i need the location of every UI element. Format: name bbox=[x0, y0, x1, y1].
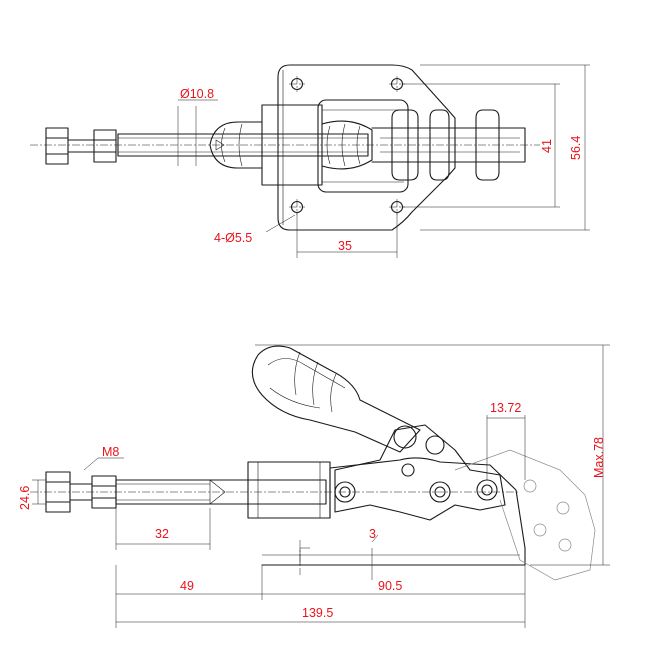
top-base-plate bbox=[277, 64, 456, 231]
dim-thread: M8 bbox=[102, 445, 119, 459]
top-handle-grip bbox=[209, 120, 373, 170]
dim-extension: 49 bbox=[180, 579, 194, 593]
dim-overall-length: 139.5 bbox=[302, 606, 333, 620]
ghost-swing-outline bbox=[454, 449, 596, 581]
side-view: M8 Max.78 13.72 24.6 32 3 49 90.5 139.5 bbox=[18, 344, 610, 628]
dim-stroke-offset: 13.72 bbox=[490, 401, 521, 415]
dim-mount-holes: 4-Ø5.5 bbox=[214, 231, 252, 245]
dim-base-thickness: 3 bbox=[369, 527, 376, 541]
dim-base-height: 56.4 bbox=[569, 136, 583, 160]
dim-thread-length: 32 bbox=[155, 527, 169, 541]
side-handle bbox=[251, 345, 421, 453]
dim-hole-height: 41 bbox=[540, 139, 554, 153]
top-view: Ø10.8 4-Ø5.5 35 41 56.4 bbox=[30, 64, 590, 258]
dim-body-length: 90.5 bbox=[378, 579, 402, 593]
side-guide-block bbox=[247, 461, 331, 519]
side-hex-nut bbox=[45, 471, 71, 513]
dim-rod-diameter: Ø10.8 bbox=[180, 87, 214, 101]
dim-hole-spacing: 35 bbox=[338, 239, 352, 253]
top-lock-nut bbox=[67, 129, 117, 163]
top-hex-nut bbox=[45, 127, 69, 165]
side-base bbox=[261, 457, 526, 566]
dim-height-max: Max.78 bbox=[592, 437, 606, 478]
dim-spindle-height: 24.6 bbox=[18, 486, 32, 510]
side-linkage bbox=[334, 424, 506, 521]
mount-hole bbox=[289, 76, 405, 215]
